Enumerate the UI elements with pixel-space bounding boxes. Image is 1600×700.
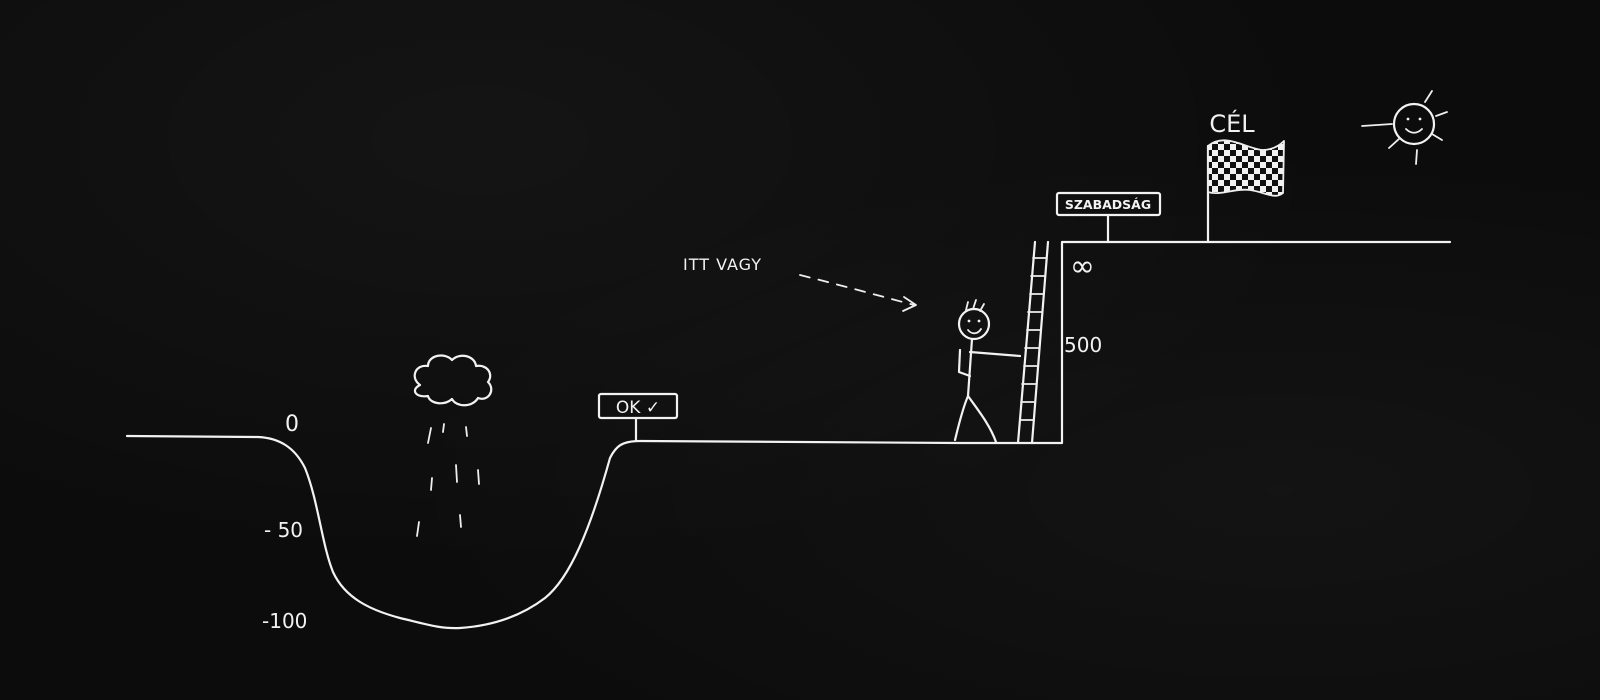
minus-100-label: -100 bbox=[262, 609, 307, 633]
checkered-flag-icon bbox=[1206, 139, 1285, 244]
you-are-here-label: ITT VAGY bbox=[683, 255, 762, 274]
ladder-icon bbox=[1016, 240, 1050, 445]
value-500-label: 500 bbox=[1064, 333, 1102, 357]
ok-sign-label: OK ✓ bbox=[616, 398, 660, 418]
stick-figure-icon bbox=[953, 299, 1022, 444]
ok-sign: OK ✓ bbox=[597, 392, 679, 443]
rain-cloud-icon bbox=[413, 354, 493, 537]
dashed-arrow-icon bbox=[799, 274, 917, 312]
infinity-label: ∞ bbox=[1070, 249, 1095, 284]
freedom-sign: SZABADSÁG bbox=[1055, 191, 1162, 244]
goal-label: CÉL bbox=[1209, 109, 1255, 138]
start-value-label: 0 bbox=[285, 412, 299, 437]
freedom-sign-label: SZABADSÁG bbox=[1065, 197, 1151, 212]
minus-50-label: - 50 bbox=[264, 518, 303, 542]
terrain-line bbox=[125, 240, 1452, 630]
sun-icon bbox=[1361, 90, 1448, 165]
